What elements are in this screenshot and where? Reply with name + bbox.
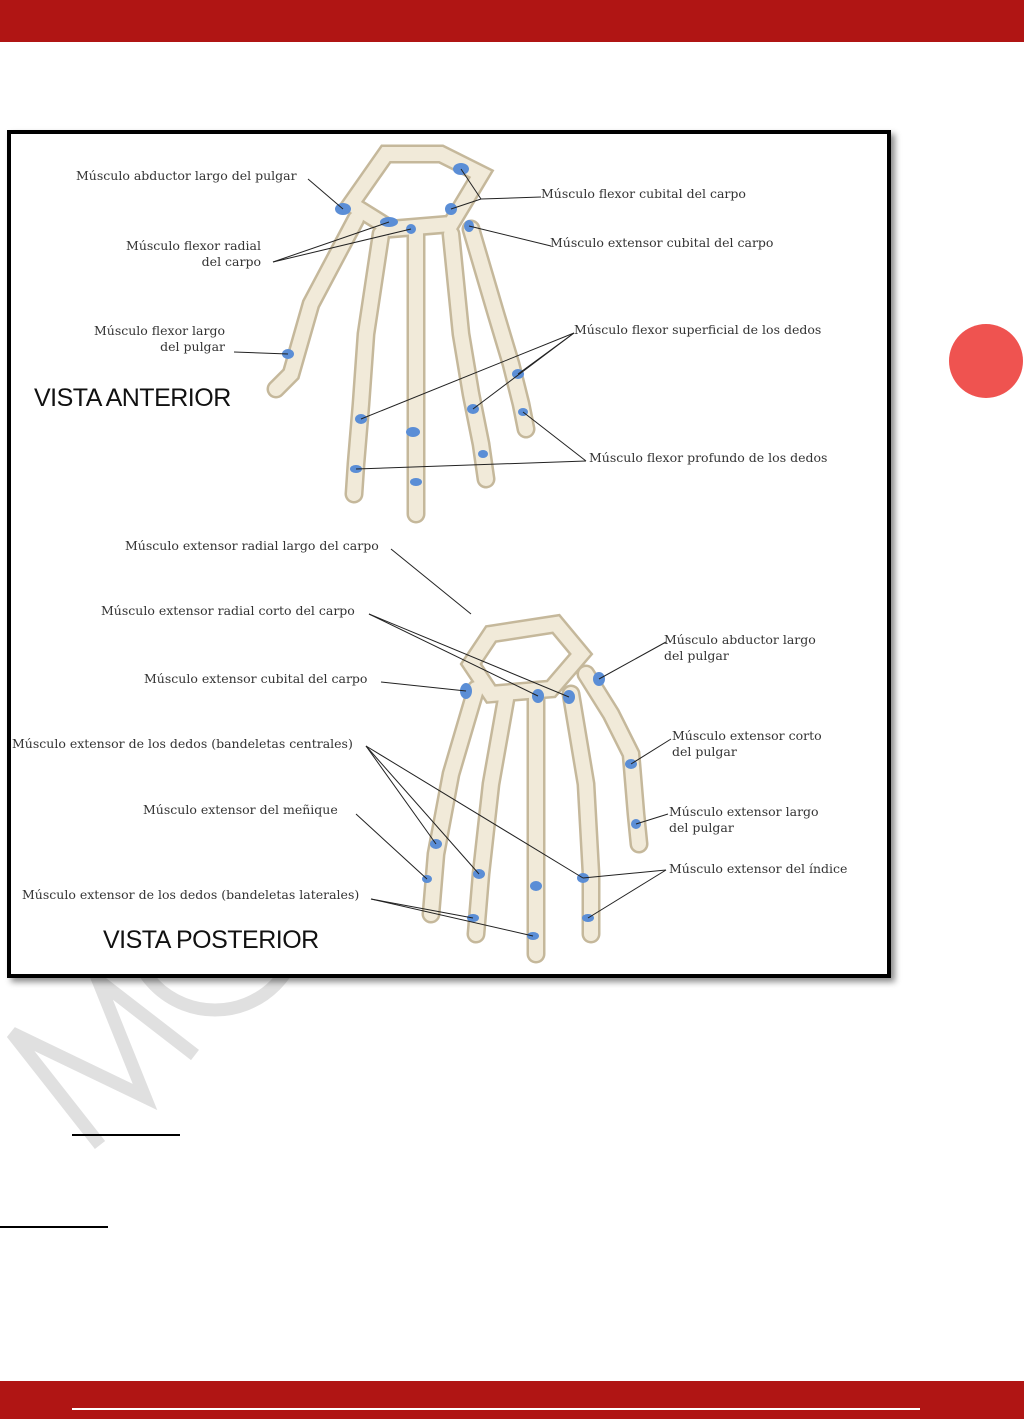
label-ext-radial-largo: Músculo extensor radial largo del carpo [125,538,379,553]
label-line: Músculo flexor largo [93,323,225,338]
label-line: Músculo extensor largo [669,804,819,819]
underline-blank-2 [0,1226,108,1228]
title-vista-anterior: VISTA ANTERIOR [34,384,231,412]
label-ext-radial-corto: Músculo extensor radial corto del carpo [101,603,355,618]
label-ext-dedos-centrales: Músculo extensor de los dedos (bandeleta… [12,736,353,751]
header-bar [0,0,1024,42]
label-line: del pulgar [669,820,734,835]
label-ext-dedos-laterales: Músculo extensor de los dedos (bandeleta… [22,887,360,902]
label-line: del pulgar [672,744,737,759]
label-line: del pulgar [664,648,729,663]
label-line: del carpo [201,254,261,269]
label-line: del pulgar [160,339,225,354]
label-ext-cubital: Músculo extensor cubital del carpo [144,671,368,686]
label-flexor-profundo-dedos: Músculo flexor profundo de los dedos [589,450,828,465]
hand-bones-illustration [233,144,672,964]
anatomy-figure: Músculo abductor largo del pulgar Múscul… [7,130,891,978]
footer-divider [72,1408,920,1410]
label-line: Músculo flexor radial [126,238,261,253]
label-ext-menique: Músculo extensor del meñique [143,802,338,817]
label-ext-indice: Músculo extensor del índice [669,861,848,876]
label-flexor-superficial-dedos: Músculo flexor superficial de los dedos [574,322,822,337]
label-line: Músculo abductor largo [664,632,816,647]
label-flexor-cubital-carpo: Músculo flexor cubital del carpo [541,186,746,201]
footer-bar [0,1381,1024,1419]
underline-blank-1 [72,1134,180,1136]
label-line: Músculo extensor corto [672,728,822,743]
red-circle-marker [949,324,1023,398]
title-vista-posterior: VISTA POSTERIOR [103,926,319,954]
label-abductor-largo-pulgar: Músculo abductor largo del pulgar [76,168,297,183]
label-extensor-cubital-carpo: Músculo extensor cubital del carpo [550,235,774,250]
